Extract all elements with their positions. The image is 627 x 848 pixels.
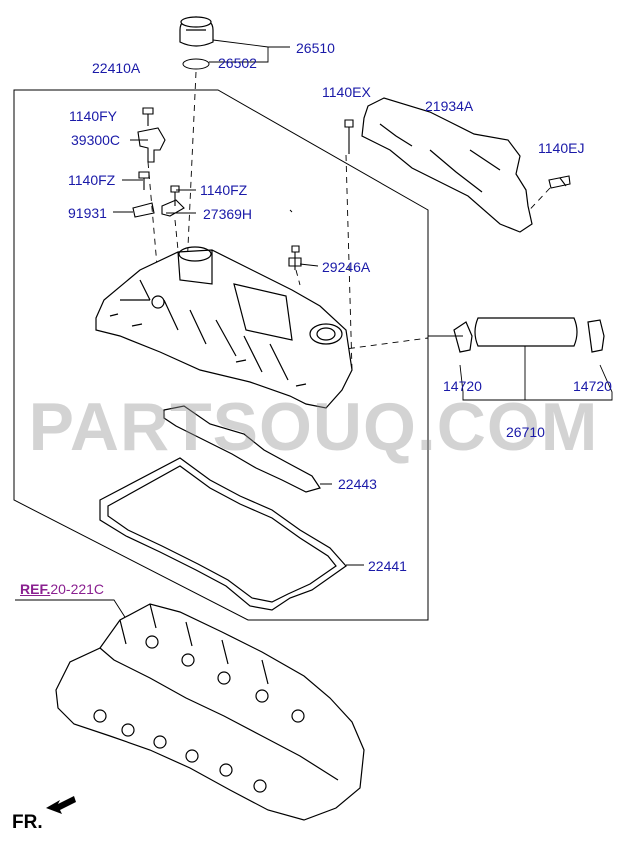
reference-code: 20-221C xyxy=(50,581,105,597)
bracket-27369H-drawing xyxy=(161,199,185,217)
part-label-14720-left[interactable]: 14720 xyxy=(443,378,482,394)
gasket-22443-drawing xyxy=(163,405,321,493)
part-label-26510[interactable]: 26510 xyxy=(296,40,335,56)
rocker-cover-drawing xyxy=(95,246,353,409)
part-label-22410A[interactable]: 22410A xyxy=(92,60,141,76)
cam-sensor-drawing xyxy=(137,127,166,163)
oil-filler-cap-drawing xyxy=(179,16,214,47)
o-ring-drawing xyxy=(182,58,210,70)
alignment-lines xyxy=(147,71,551,371)
front-arrow xyxy=(46,796,76,814)
heat-shield-drawing xyxy=(361,97,533,233)
part-label-91931[interactable]: 91931 xyxy=(68,205,107,221)
reference-label[interactable]: REF.20-221C xyxy=(20,581,104,597)
part-label-1140EX[interactable]: 1140EX xyxy=(322,84,371,100)
part-label-26710[interactable]: 26710 xyxy=(506,424,545,440)
part-label-14720-right[interactable]: 14720 xyxy=(573,378,612,394)
gasket-22441-drawing xyxy=(99,457,347,611)
part-label-1140FZ-right[interactable]: 1140FZ xyxy=(200,182,248,198)
part-label-1140FY[interactable]: 1140FY xyxy=(69,108,117,124)
front-direction-label: FR. xyxy=(12,812,43,833)
assembly-frame xyxy=(13,89,429,621)
part-label-29246A[interactable]: 29246A xyxy=(322,259,371,275)
part-label-1140FZ-left[interactable]: 1140FZ xyxy=(68,172,116,188)
part-label-21934A[interactable]: 21934A xyxy=(425,98,474,114)
part-label-1140EJ[interactable]: 1140EJ xyxy=(538,140,585,156)
cylinder-head-drawing xyxy=(55,603,365,821)
part-label-39300C[interactable]: 39300C xyxy=(71,132,121,148)
part-label-22441[interactable]: 22441 xyxy=(368,558,407,574)
part-label-27369H[interactable]: 27369H xyxy=(203,206,253,222)
reference-prefix: REF. xyxy=(20,581,51,597)
bolt-drawings xyxy=(138,107,571,270)
clip-91931-drawing xyxy=(132,202,155,218)
breather-hose-drawing xyxy=(453,317,605,353)
part-label-22443[interactable]: 22443 xyxy=(338,476,377,492)
part-label-26502[interactable]: 26502 xyxy=(218,55,257,71)
